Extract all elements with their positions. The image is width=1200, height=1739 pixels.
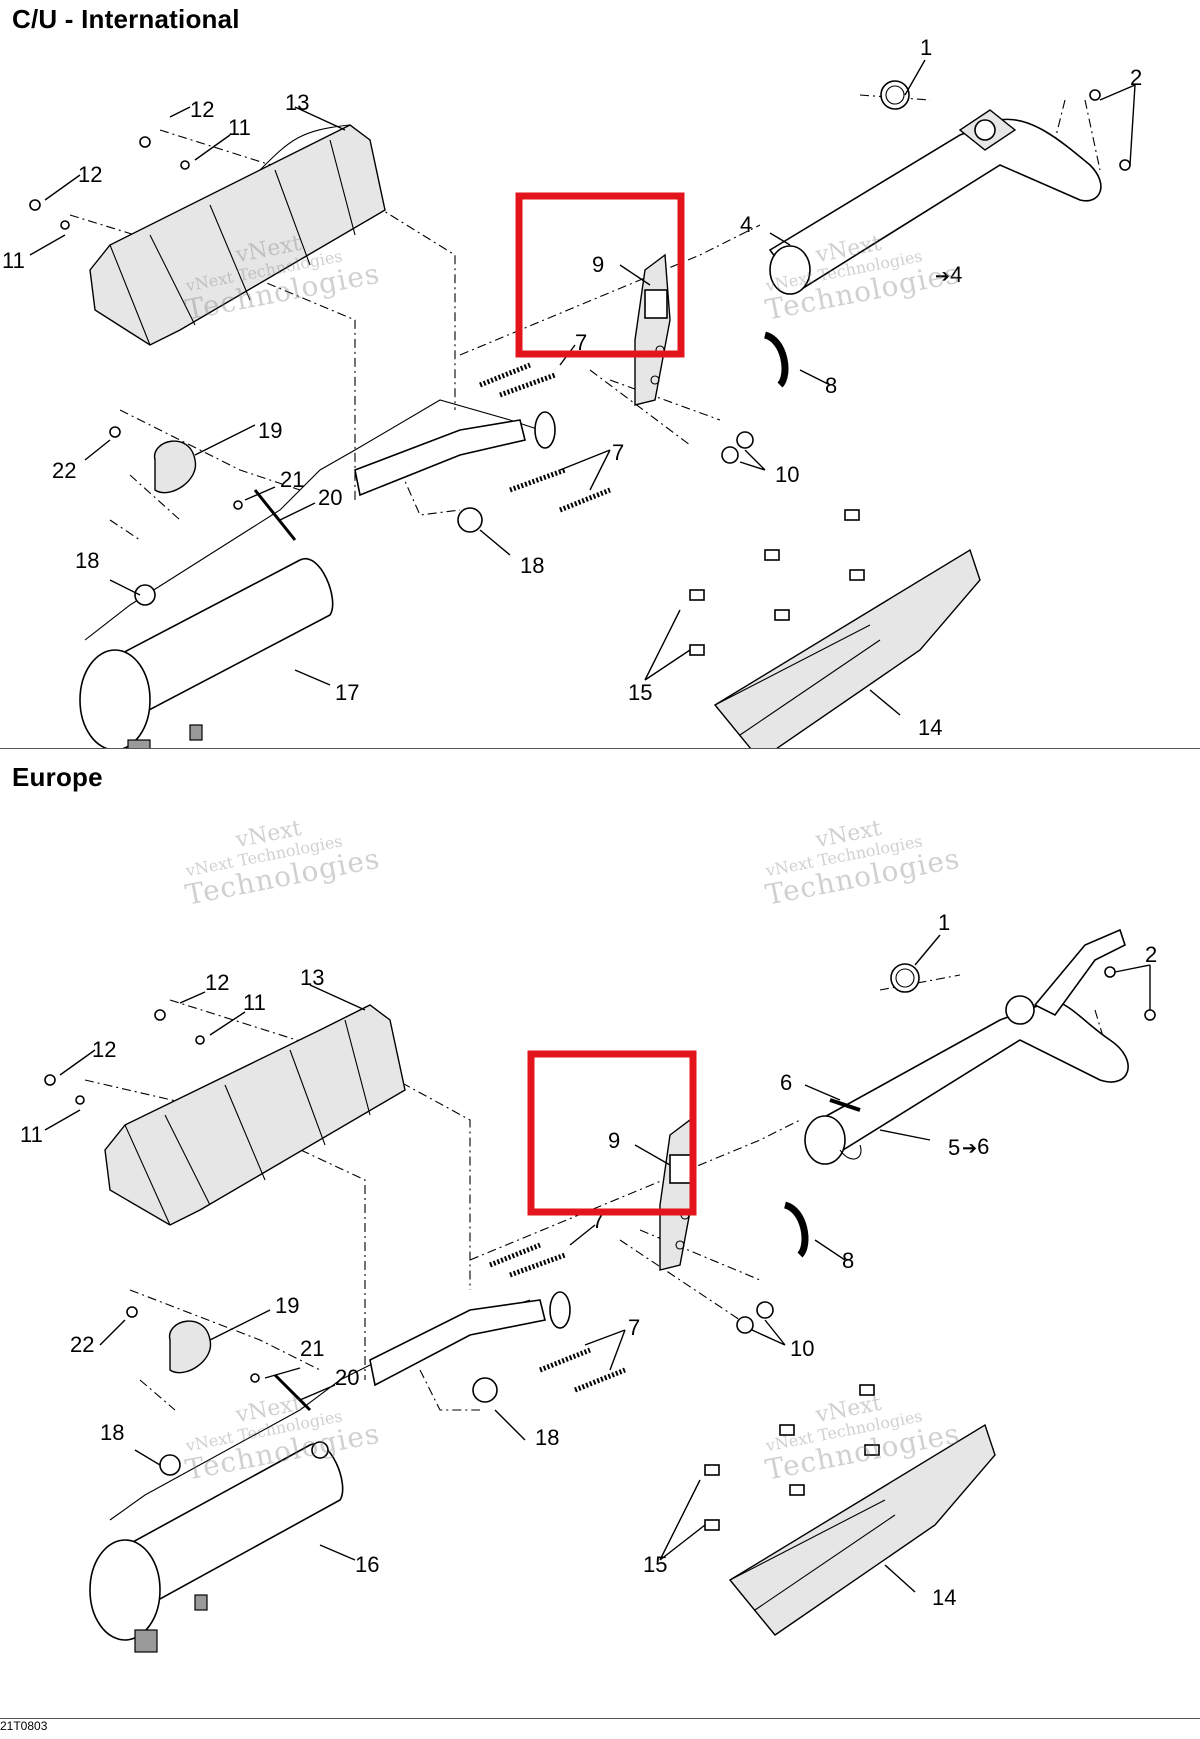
muffler-part-17	[79, 399, 556, 748]
callout-7: 7	[628, 1315, 640, 1340]
callout-11: 11	[2, 248, 25, 273]
callout-11: 11	[243, 990, 266, 1015]
assembly-line	[129, 1289, 321, 1371]
callout-4-superseded: ➔4	[935, 262, 963, 287]
assembly-line	[129, 474, 181, 521]
right-arrow-icon: ➔	[962, 1138, 978, 1158]
callout-12: 12	[78, 162, 102, 187]
callout-18: 18	[535, 1425, 559, 1450]
callout-16: 16	[355, 1552, 379, 1577]
leader-lines-top	[29, 59, 1136, 716]
callout-8: 8	[842, 1248, 854, 1273]
callout-21: 21	[280, 467, 304, 492]
callout-18: 18	[75, 548, 99, 573]
callout-8: 8	[825, 373, 837, 398]
callout-17: 17	[335, 680, 359, 705]
figure-code: 21T0803	[0, 1719, 48, 1733]
exhaust-diagram-europe: 1 2 6 5 9 7 8 7 10 12 11 13 12 11 19 21 …	[20, 910, 1157, 1653]
assembly-line	[619, 1229, 761, 1321]
assembly-line	[69, 214, 356, 500]
heat-shield-lower	[689, 509, 981, 748]
callout-10: 10	[775, 462, 799, 487]
section-title-cu-international: C/U - International	[12, 4, 240, 34]
muffler-part-16	[89, 1291, 571, 1653]
exhaust-diagram-cu-international: 1 2 4 9 7 8 7 10 12 11 13 12 11 19 21 20…	[2, 35, 1142, 748]
leader-lines-bottom	[44, 934, 1151, 1593]
assembly-line	[469, 1119, 801, 1261]
right-arrow-icon: ➔	[935, 266, 951, 286]
callout-9: 9	[608, 1128, 620, 1153]
hose-part-8	[783, 1201, 809, 1258]
assembly-line	[589, 369, 721, 446]
callout-9: 9	[592, 252, 604, 277]
callout-15: 15	[628, 680, 652, 705]
callout-13: 13	[300, 965, 324, 990]
callout-1: 1	[920, 35, 932, 60]
callout-14: 14	[918, 715, 942, 740]
callout-11: 11	[228, 115, 251, 140]
callout-19: 19	[258, 418, 282, 443]
callout-1: 1	[938, 910, 950, 935]
assembly-line	[159, 129, 456, 410]
callout-2: 2	[1130, 65, 1142, 90]
head-pipe	[768, 80, 1131, 295]
footer-divider	[0, 1718, 1200, 1719]
fasteners-left	[44, 1009, 312, 1412]
callout-5: 5	[948, 1135, 960, 1160]
head-pipe	[804, 928, 1156, 1165]
callout-10: 10	[790, 1336, 814, 1361]
callout-19: 19	[275, 1293, 299, 1318]
callout-11: 11	[20, 1122, 43, 1147]
callout-12: 12	[92, 1037, 116, 1062]
callout-2: 2	[1145, 942, 1157, 967]
callout-22: 22	[52, 458, 76, 483]
callout-18: 18	[100, 1420, 124, 1445]
callout-13: 13	[285, 90, 309, 115]
callout-12: 12	[205, 970, 229, 995]
fasteners-left	[29, 136, 297, 541]
callout-6: 6	[780, 1070, 792, 1095]
callout-7: 7	[575, 330, 587, 355]
heat-shield-lower	[704, 1384, 996, 1636]
callout-22: 22	[70, 1332, 94, 1357]
callout-12: 12	[190, 97, 214, 122]
assembly-line	[459, 224, 761, 356]
highlight-box-part-9	[527, 1050, 697, 1216]
callout-14: 14	[932, 1585, 956, 1610]
nut-part-10	[736, 1301, 774, 1334]
callout-21: 21	[300, 1336, 324, 1361]
spring-set-part-7	[479, 362, 611, 513]
hose-part-8	[763, 331, 789, 388]
callout-20: 20	[335, 1365, 359, 1390]
nut-part-10	[721, 431, 754, 464]
callout-20: 20	[318, 485, 342, 510]
section-divider	[0, 748, 1200, 749]
section-title-europe: Europe	[12, 762, 103, 792]
bracket-part-9	[634, 253, 671, 406]
assembly-line	[119, 409, 301, 491]
callout-7: 7	[612, 440, 624, 465]
assembly-line	[139, 1369, 480, 1411]
callout-4: 4	[740, 212, 752, 237]
callout-15: 15	[643, 1552, 667, 1577]
assembly-line	[169, 999, 471, 1290]
spring-set-part-7	[489, 1242, 626, 1393]
highlight-box-part-9	[515, 192, 685, 358]
heat-shield-upper	[89, 124, 386, 346]
heat-shield-upper	[104, 1004, 406, 1226]
callout-6-superseded: ➔6	[962, 1134, 990, 1159]
callout-18: 18	[520, 553, 544, 578]
assembly-line	[109, 469, 461, 541]
